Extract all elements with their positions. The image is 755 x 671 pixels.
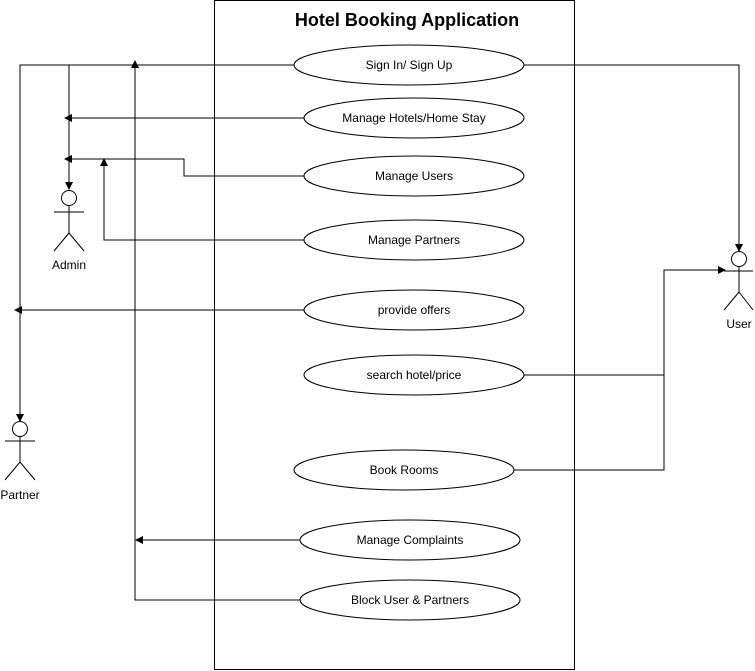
edge-signin-partner <box>19 64 294 415</box>
use-case-search-hotel[interactable]: search hotel/price <box>303 354 525 396</box>
arrowhead <box>131 60 139 68</box>
system-title: Hotel Booking Application <box>295 10 519 30</box>
use-case-label: Block User & Partners <box>351 593 469 607</box>
arrowhead <box>16 414 24 422</box>
use-case-label: Sign In/ Sign Up <box>366 58 453 72</box>
actor-admin[interactable]: Admin <box>52 190 86 273</box>
edge-partners-admin <box>103 165 304 241</box>
actor-label: Admin <box>52 258 86 272</box>
use-case-label: provide offers <box>378 303 451 317</box>
use-case-label: Book Rooms <box>370 463 439 477</box>
arrowhead <box>718 266 726 274</box>
arrowhead <box>64 114 72 122</box>
arrowhead <box>65 182 73 190</box>
arrowhead <box>64 155 72 163</box>
actor-label: Partner <box>0 488 39 502</box>
use-case-manage-complaints[interactable]: Manage Complaints <box>299 519 521 561</box>
use-case-label: Manage Complaints <box>357 533 464 547</box>
use-case-sign-in[interactable]: Sign In/ Sign Up <box>293 44 525 86</box>
edge-block-vertical <box>134 68 300 601</box>
arrowhead <box>735 244 743 252</box>
edge-users-admin <box>71 158 304 177</box>
use-case-label: search hotel/price <box>367 368 462 382</box>
stick-figure-icon <box>4 421 36 481</box>
actor-user[interactable]: User <box>723 251 754 332</box>
arrowhead <box>14 306 22 314</box>
use-case-provide-offers[interactable]: provide offers <box>303 289 525 331</box>
use-case-book-rooms[interactable]: Book Rooms <box>293 449 515 491</box>
stick-figure-icon <box>723 251 754 311</box>
edge-book-user <box>514 269 718 471</box>
use-case-manage-partners[interactable]: Manage Partners <box>303 219 525 261</box>
use-case-label: Manage Hotels/Home Stay <box>342 111 485 125</box>
use-case-label: Manage Users <box>375 169 453 183</box>
actor-partner[interactable]: Partner <box>0 421 40 503</box>
arrowhead <box>100 158 108 166</box>
stick-figure-icon <box>53 190 85 252</box>
actor-label: User <box>726 317 751 331</box>
use-case-manage-users[interactable]: Manage Users <box>303 155 525 197</box>
arrowhead <box>135 536 143 544</box>
connectors <box>14 60 743 601</box>
use-case-label: Manage Partners <box>368 233 460 247</box>
edge-signin-user <box>524 64 740 245</box>
use-case-manage-hotels[interactable]: Manage Hotels/Home Stay <box>303 97 525 139</box>
use-case-block-user[interactable]: Block User & Partners <box>299 579 521 621</box>
